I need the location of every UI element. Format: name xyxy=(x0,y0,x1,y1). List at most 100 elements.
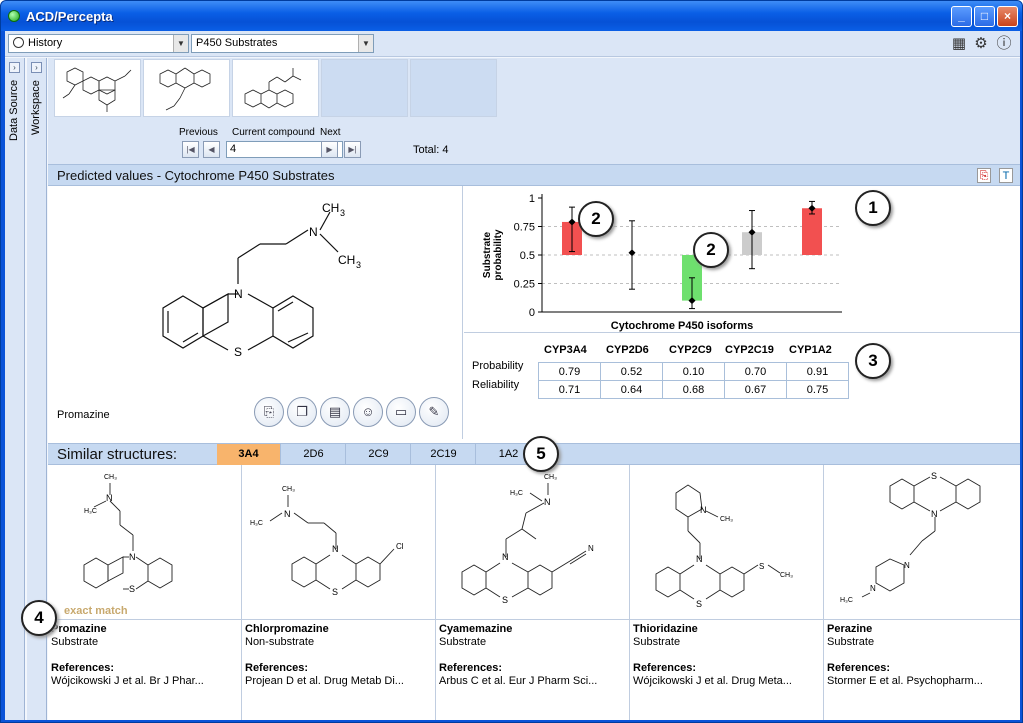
pin-icon[interactable]: › xyxy=(31,62,42,73)
workspace-label: Workspace xyxy=(30,80,42,135)
svg-text:N: N xyxy=(931,509,938,519)
svg-text:S: S xyxy=(129,584,135,594)
current-compound-input[interactable]: 4 xyxy=(226,141,343,158)
compound-thumbnail[interactable] xyxy=(54,59,141,117)
similar-reference[interactable]: Projean D et al. Drug Metab Di... xyxy=(245,675,404,687)
compound-thumbnail[interactable] xyxy=(143,59,230,117)
similar-name: Chlorpromazine xyxy=(245,623,329,635)
module-combo[interactable]: P450 Substrates ▼ xyxy=(191,34,374,53)
title-bar[interactable]: ACD/Percepta _ □ × xyxy=(1,1,1022,31)
reliability-row: 0.71 0.64 0.68 0.67 0.75 xyxy=(538,380,849,399)
module-combo-value: P450 Substrates xyxy=(196,37,278,49)
current-compound-label: Current compound xyxy=(232,127,315,138)
svg-text:N: N xyxy=(106,493,113,503)
y-axis-label: Substrateprobability xyxy=(482,229,504,281)
similar-name: Thioridazine xyxy=(633,623,698,635)
tab-2c9[interactable]: 2C9 xyxy=(347,444,411,465)
atom-ch3-a: CH xyxy=(322,201,339,215)
y-tick-label: 0 xyxy=(529,307,535,319)
last-button[interactable]: ▶| xyxy=(344,141,361,158)
callout-2a: 2 xyxy=(578,201,614,237)
svg-text:CH₃: CH₃ xyxy=(104,474,117,481)
table-cell: 0.67 xyxy=(724,380,787,399)
pin-icon[interactable]: › xyxy=(9,62,20,73)
table-cell: 0.75 xyxy=(786,380,849,399)
svg-text:Cl: Cl xyxy=(396,542,404,551)
data-source-tab[interactable]: › Data Source xyxy=(5,58,25,720)
svg-text:N: N xyxy=(332,544,339,554)
compound-thumbnail-selected[interactable] xyxy=(232,59,319,117)
table-cell: 0.70 xyxy=(724,362,787,381)
references-label: References: xyxy=(439,662,502,674)
svg-text:N: N xyxy=(904,561,910,570)
y-axis-label-line: probability xyxy=(493,229,504,281)
main-toolbar: History ▼ P450 Substrates ▼ ▦ ⚙ ⓘ xyxy=(5,31,1020,57)
pencil-icon[interactable]: ✎ xyxy=(419,397,449,427)
svg-text:N: N xyxy=(870,584,876,593)
similar-reference[interactable]: Wójcikowski J et al. Br J Phar... xyxy=(51,675,204,687)
svg-text:H₃C: H₃C xyxy=(84,508,97,515)
first-button[interactable]: |◀ xyxy=(182,141,199,158)
info-icon[interactable]: ⓘ xyxy=(996,35,1012,52)
maximize-button[interactable]: □ xyxy=(974,6,995,27)
open-folder-icon[interactable]: ▭ xyxy=(386,397,416,427)
workspace-tab[interactable]: › Workspace xyxy=(27,58,47,720)
atom-subscript-a: 3 xyxy=(340,208,345,218)
tab-2d6[interactable]: 2D6 xyxy=(282,444,346,465)
history-combo[interactable]: History ▼ xyxy=(8,34,189,53)
app-logo-icon xyxy=(8,10,20,22)
chevron-down-icon[interactable]: ▼ xyxy=(358,35,373,52)
data-point xyxy=(808,204,816,212)
previous-button[interactable]: ◀ xyxy=(203,141,220,158)
similar-class: Non-substrate xyxy=(245,636,315,648)
prediction-table-panel: CYP3A4 CYP2D6 CYP2C9 CYP2C19 CYP1A2 Prob… xyxy=(464,334,1020,439)
data-source-label: Data Source xyxy=(8,80,20,142)
chevron-down-icon[interactable]: ▼ xyxy=(173,35,188,52)
similar-reference[interactable]: Arbus C et al. Eur J Pharm Sci... xyxy=(439,675,598,687)
table-cell: 0.71 xyxy=(538,380,601,399)
book-icon[interactable]: ▤ xyxy=(320,397,350,427)
y-tick-label: 0.25 xyxy=(514,279,535,291)
tab-2c19[interactable]: 2C19 xyxy=(412,444,476,465)
svg-text:N: N xyxy=(588,544,594,553)
atom-subscript-b: 3 xyxy=(356,260,361,270)
copy-text-icon[interactable]: T xyxy=(999,168,1013,183)
pdf-icon[interactable]: ⎘ xyxy=(977,168,991,183)
table-header: CYP2C19 xyxy=(725,344,774,356)
similar-class: Substrate xyxy=(633,636,681,648)
next-label: Next xyxy=(320,127,341,138)
data-point xyxy=(688,297,696,305)
minimize-button[interactable]: _ xyxy=(951,6,972,27)
smiley-icon[interactable]: ☺ xyxy=(353,397,383,427)
table-header: CYP1A2 xyxy=(789,344,832,356)
close-button[interactable]: × xyxy=(997,6,1018,27)
next-button[interactable]: ▶ xyxy=(321,141,338,158)
predicted-values-header: Predicted values - Cytochrome P450 Subst… xyxy=(48,164,1020,186)
similar-reference[interactable]: Wójcikowski J et al. Drug Meta... xyxy=(633,675,792,687)
gear-icon[interactable]: ⚙ xyxy=(974,35,988,52)
calculator-icon[interactable]: ▦ xyxy=(951,35,967,52)
copy-structure-icon[interactable]: ❐ xyxy=(287,397,317,427)
callout-3: 3 xyxy=(855,343,891,379)
callout-1: 1 xyxy=(855,190,891,226)
similar-reference[interactable]: Stormer E et al. Psychopharm... xyxy=(827,675,983,687)
main-content: Previous Current compound Next |◀ ◀ 4 ▶ … xyxy=(48,58,1020,720)
tab-3a4[interactable]: 3A4 xyxy=(217,444,281,465)
prediction-table: 0.79 0.52 0.10 0.70 0.91 0.71 0.64 0.68 … xyxy=(538,362,849,399)
similar-class: Substrate xyxy=(827,636,875,648)
svg-text:CH₃: CH₃ xyxy=(780,572,793,579)
svg-text:S: S xyxy=(759,562,764,571)
probability-row-label: Probability xyxy=(472,360,524,372)
structure-panel: N S N CH 3 CH 3 Promazine ⎘ ❐ ▤ ☺ ▭ ✎ xyxy=(48,186,463,439)
table-header: CYP2D6 xyxy=(606,344,649,356)
probability-row: 0.79 0.52 0.10 0.70 0.91 xyxy=(538,362,849,381)
paste-icon[interactable]: ⎘ xyxy=(254,397,284,427)
